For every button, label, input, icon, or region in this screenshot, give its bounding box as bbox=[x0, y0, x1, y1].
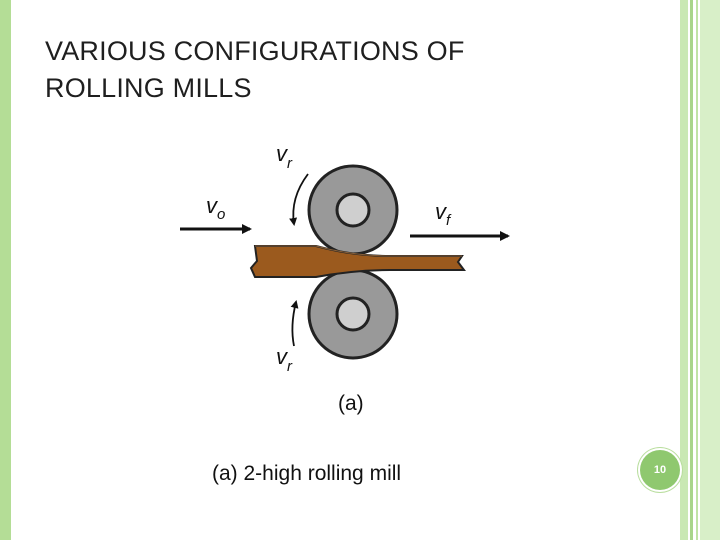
bottom-roll bbox=[307, 268, 399, 360]
right-border-stripe bbox=[690, 0, 693, 540]
rolling-mill-figure: vr vo vf vr (a) bbox=[170, 140, 530, 435]
vo-label: vo bbox=[206, 193, 225, 223]
figure-sublabel: (a) bbox=[338, 392, 364, 415]
left-border-decoration bbox=[0, 0, 11, 540]
right-border-stripe bbox=[680, 0, 688, 540]
top-roll bbox=[307, 164, 399, 256]
top-roll-rotation-arrow bbox=[289, 173, 309, 226]
figure-caption: (a) 2‑high rolling mill bbox=[212, 462, 402, 485]
vf-label: vf bbox=[435, 199, 452, 229]
vr-bottom-label: vr bbox=[276, 344, 293, 375]
slide-title: VARIOUS CONFIGURATIONS OF ROLLING MILLS bbox=[45, 36, 465, 103]
right-border-stripe bbox=[700, 0, 720, 540]
page-number-badge: 10 bbox=[640, 450, 680, 490]
bottom-roll-rotation-arrow bbox=[290, 300, 299, 347]
vr-top-label: vr bbox=[276, 141, 293, 172]
rolling-mill-diagram: vr vo vf vr (a) bbox=[180, 141, 510, 415]
work-strip bbox=[249, 245, 466, 278]
right-border-stripe bbox=[696, 0, 698, 540]
